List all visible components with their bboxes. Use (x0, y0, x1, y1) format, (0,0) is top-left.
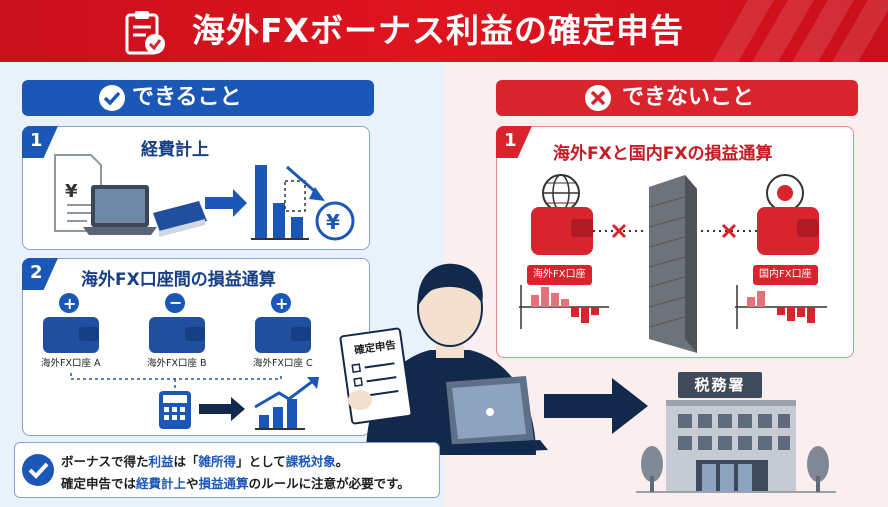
note-text: のルールに注意が必要です。 (248, 476, 410, 491)
expense-title: 経費計上 (141, 140, 209, 160)
wallet-a-icon: + (43, 293, 99, 353)
tax-office-sign: 税務署 (678, 372, 762, 398)
note-text: 確定申告では (61, 476, 137, 491)
offset-title: 海外FX口座間の損益通算 (81, 270, 276, 290)
wall-icon (648, 175, 697, 353)
person-hair (417, 263, 483, 306)
note-text: ボーナスで得た (61, 454, 149, 469)
wallet-c-label: 海外FX口座 C (253, 358, 313, 369)
wallet-c-icon: + (255, 293, 311, 353)
can-heading: できること (22, 80, 374, 116)
clipboard-check-icon (125, 11, 165, 55)
note-text: 。 (335, 454, 349, 469)
item-number: 2 (22, 258, 58, 290)
title-banner: 海外FXボーナス利益の確定申告 (0, 0, 888, 62)
can-heading-text: できること (132, 85, 242, 110)
wallet-a-label: 海外FX口座 A (41, 358, 101, 369)
offset-panel: 2 海外FX口座間の損益通算 + − + (22, 258, 370, 436)
tree-left-icon (641, 446, 663, 492)
cannot-offset-illustration (519, 174, 827, 353)
cannot-heading: できないこと (496, 80, 858, 116)
red-wallet-left-icon (531, 207, 593, 255)
calculator-icon (159, 391, 191, 429)
svg-text:+: + (63, 294, 76, 313)
japan-flag-icon (766, 174, 804, 212)
x-circle-icon (585, 85, 611, 111)
cannot-offset-panel: 1 海外FXと国内FXの損益通算 (496, 126, 854, 358)
overseas-fx-tag: 海外FX口座 (527, 265, 592, 285)
page-title: 海外FXボーナス利益の確定申告 (192, 11, 684, 50)
arrow-right-icon (205, 189, 247, 217)
note-highlight: 損益通算 (198, 476, 249, 491)
laptop-icon (414, 376, 548, 455)
svg-text:+: + (275, 294, 288, 313)
left-pl-chart-icon (519, 285, 609, 329)
expense-illustration: ¥ ¥ (54, 154, 355, 241)
cannot-heading-text: できないこと (622, 85, 755, 110)
expense-panel: 1 経費計上 ¥ ¥ (22, 126, 370, 250)
note-highlight: 雑所得 (198, 454, 237, 469)
note-line-1: ボーナスで得た利益は「雑所得」として課税対象。 (61, 451, 348, 470)
cross-mark-left-icon (611, 223, 627, 239)
person-laptop-illustration (339, 263, 548, 455)
yen-coin-icon: ¥ (315, 201, 355, 241)
laptop-icon (83, 185, 157, 235)
book-icon (153, 201, 207, 237)
yen-text: ¥ (65, 181, 78, 202)
wallet-b-label: 海外FX口座 B (147, 358, 207, 369)
tax-office-building-icon (636, 400, 836, 493)
red-wallet-right-icon (757, 207, 819, 255)
svg-text:¥: ¥ (326, 210, 340, 234)
item-number: 1 (496, 126, 532, 158)
right-pl-chart-icon (735, 285, 827, 329)
note-text: 」として (236, 454, 286, 469)
cannot-offset-title: 海外FXと国内FXの損益通算 (553, 144, 773, 164)
tree-right-icon (807, 446, 829, 492)
note-highlight: 利益 (148, 454, 174, 469)
check-circle-icon (99, 85, 125, 111)
wallet-b-icon: − (149, 293, 205, 353)
growth-chart-icon (254, 377, 319, 430)
check-circle-icon (22, 454, 54, 486)
wallets-illustration: + − + (43, 293, 319, 430)
svg-text:−: − (169, 293, 182, 312)
bottom-note: ボーナスで得た利益は「雑所得」として課税対象。 確定申告では経費計上や損益通算の… (14, 442, 440, 498)
domestic-fx-tag: 国内FX口座 (753, 265, 818, 285)
note-text: は「 (173, 454, 199, 469)
note-highlight: 経費計上 (136, 476, 187, 491)
note-text: や (186, 476, 199, 491)
arrow-right-icon (199, 397, 245, 421)
arrow-to-tax-office-icon (544, 378, 648, 434)
globe-icon (542, 174, 580, 212)
bar-chart-icon (251, 165, 325, 240)
note-highlight: 課税対象 (285, 454, 336, 469)
cross-mark-right-icon (721, 223, 737, 239)
note-line-2: 確定申告では経費計上や損益通算のルールに注意が必要です。 (61, 473, 410, 492)
